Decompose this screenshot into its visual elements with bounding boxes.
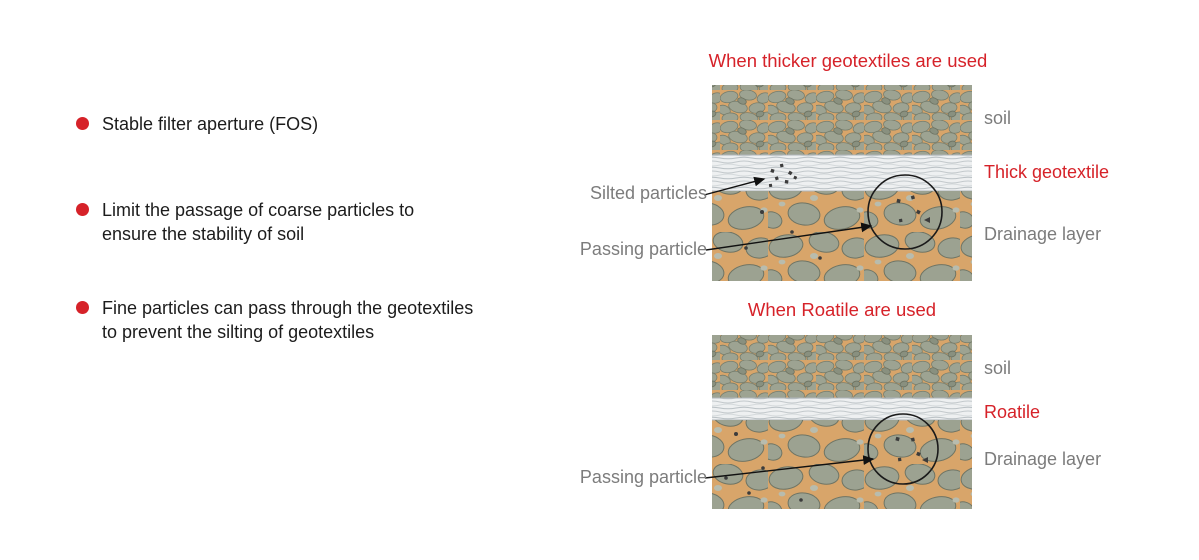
bullet-line: Limit the passage of coarse particles to [102, 200, 415, 220]
silted-particles-arrow [703, 176, 766, 196]
bullet-line: ensure the stability of soil [102, 224, 305, 244]
figure2-soil-layer [712, 335, 972, 398]
figure1-soil-layer [712, 85, 972, 155]
figure1-passing-particle-arrow [705, 222, 873, 251]
label-soil-2: soil [984, 358, 1012, 378]
bullet-line: Fine particles can pass through the geot… [102, 298, 474, 318]
figure-thick-geotextile [703, 85, 972, 281]
figure1-drainage-layer [712, 191, 972, 281]
figure1-passing-particles [744, 210, 822, 260]
label-passing-particle-2: Passing particle [579, 467, 707, 487]
figure1-circle-particles [896, 195, 930, 223]
bullet-limit-passage: Limit the passage of coarse particles to… [76, 198, 414, 246]
bullet-fine-particles: Fine particles can pass through the geot… [76, 296, 473, 344]
bullet-stable-filter: Stable filter aperture (FOS) [76, 112, 318, 136]
figure2-drainage-layer [712, 420, 972, 509]
figure-roatile [704, 335, 972, 509]
bullet-dot-icon [76, 203, 89, 216]
label-silted-particles: Silted particles [589, 183, 707, 203]
label-soil-1: soil [984, 108, 1012, 128]
figure2-passing-particles [724, 432, 803, 502]
bullet-dot-icon [76, 301, 89, 314]
label-drainage-layer-1: Drainage layer [984, 224, 1102, 244]
figure2-passing-particle-arrow [704, 455, 875, 479]
figure2-title: When Roatile are used [747, 299, 937, 320]
bullet-line: to prevent the silting of geotextiles [102, 322, 375, 342]
label-thick-geotextile: Thick geotextile [984, 162, 1110, 182]
figure2-roatile-band [712, 398, 972, 420]
figure1-thick-geotextile-band [712, 155, 972, 191]
figure1-title: When thicker geotextiles are used [708, 50, 988, 71]
label-drainage-layer-2: Drainage layer [984, 449, 1102, 469]
figure2-magnifier-circle [867, 413, 939, 485]
label-passing-particle-1: Passing particle [579, 239, 707, 259]
bullet-line: Stable filter aperture (FOS) [102, 114, 319, 134]
figure2-circle-particles [895, 436, 928, 463]
bullet-dot-icon [76, 117, 89, 130]
silted-particles-cluster [768, 163, 798, 188]
figure1-magnifier-circle [867, 174, 943, 250]
label-roatile: Roatile [984, 402, 1041, 422]
